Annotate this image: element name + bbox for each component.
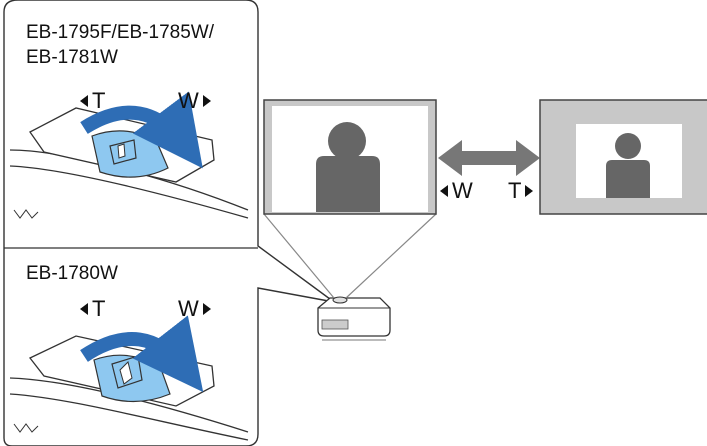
zoom-ring-illustration-2 (9, 315, 249, 441)
screen-wide-label: W (440, 178, 473, 204)
zoom-ring-illustration-1 (9, 91, 249, 219)
wide-label-1: W (178, 88, 211, 114)
model-label-1: EB-1795F/EB-1785W/EB-1781W (26, 22, 214, 68)
left-triangle-icon (80, 303, 88, 315)
right-triangle-icon (202, 95, 211, 107)
projector-icon (317, 296, 391, 341)
right-triangle-icon (525, 185, 534, 197)
right-triangle-icon (202, 303, 211, 315)
screen-tele (539, 99, 707, 215)
tele-label-1: T (80, 88, 105, 114)
projection-beam (263, 213, 437, 299)
model-label-2: EB-1780W (26, 263, 118, 284)
zoom-double-arrow (438, 140, 540, 176)
left-triangle-icon (80, 95, 88, 107)
screen-tele-label: T (508, 178, 534, 204)
wide-label-2: W (178, 296, 211, 322)
screen-wide (263, 99, 437, 215)
left-triangle-icon (440, 185, 448, 197)
tele-label-2: T (80, 296, 105, 322)
